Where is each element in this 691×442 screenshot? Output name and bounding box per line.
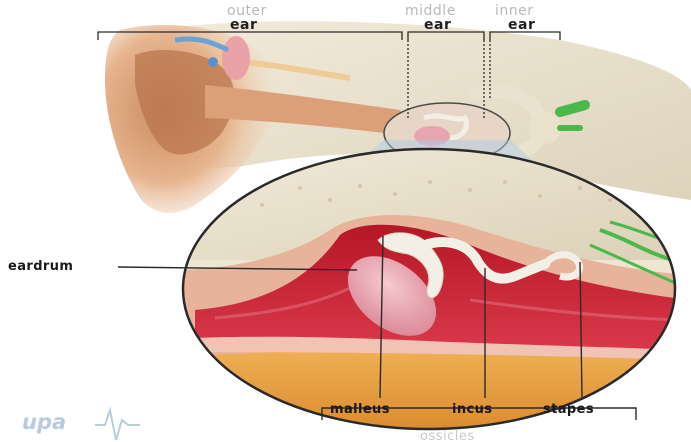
watermark-wave-icon bbox=[95, 410, 140, 440]
malleus-label: malleus bbox=[330, 403, 390, 416]
watermark-logo: upa bbox=[22, 412, 66, 433]
magnified-middle-ear bbox=[180, 149, 690, 442]
inner-ear-label-line1: inner bbox=[495, 4, 534, 18]
eardrum-label: eardrum bbox=[8, 260, 73, 273]
outer-ear-label-line2: ear bbox=[230, 18, 257, 32]
middle-ear-label-line2: ear bbox=[424, 18, 451, 32]
stapes-label: stapes bbox=[543, 403, 594, 416]
incus-label: incus bbox=[452, 403, 492, 416]
inner-ear-label-line2: ear bbox=[508, 18, 535, 32]
outer-ear-label-line1: outer bbox=[227, 4, 267, 18]
ossicles-label: ossicles bbox=[420, 430, 475, 442]
middle-ear-label-line1: middle bbox=[405, 4, 456, 18]
